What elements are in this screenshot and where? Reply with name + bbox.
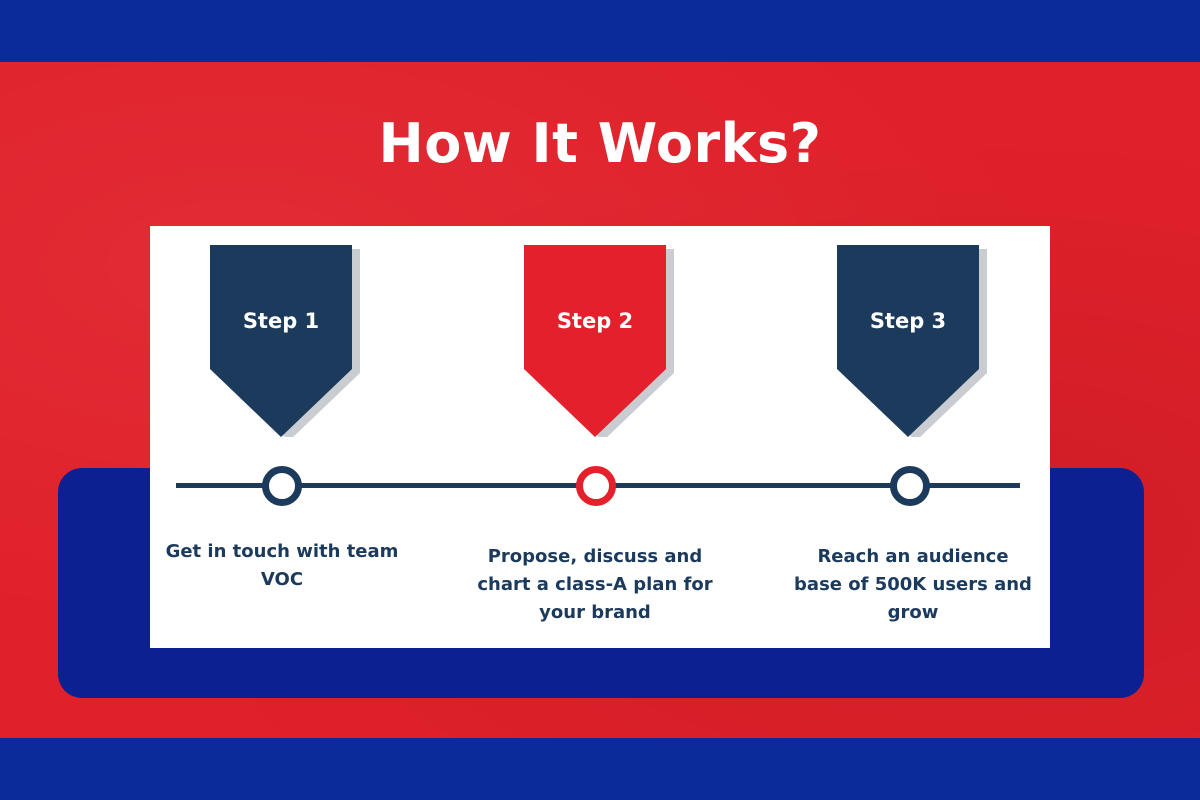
step-1-node (262, 466, 302, 506)
step-3-banner-shape (837, 245, 987, 437)
step-3-node (890, 466, 930, 506)
top-blue-band (0, 0, 1200, 62)
step-2-tag: Step 2 (524, 245, 674, 437)
step-2-label: Step 2 (556, 309, 634, 333)
step-2-description: Propose, discuss and chart a class-A pla… (477, 546, 713, 623)
step-3-label: Step 3 (869, 309, 947, 333)
step-1-label: Step 1 (242, 309, 320, 333)
steps-card: Step 1 Get in touch with team VOC Step 2… (150, 226, 1050, 648)
step-1-banner-shape (210, 245, 360, 437)
step-2-banner-shape (524, 245, 674, 437)
step-1-tag: Step 1 (210, 245, 360, 437)
step-1-description: Get in touch with team VOC (165, 541, 399, 590)
bottom-blue-band (0, 738, 1200, 800)
step-2-node (576, 466, 616, 506)
step-3-tag: Step 3 (837, 245, 987, 437)
step-3-description: Reach an audience base of 500K users and… (794, 546, 1032, 623)
page-title: How It Works? (378, 112, 822, 175)
